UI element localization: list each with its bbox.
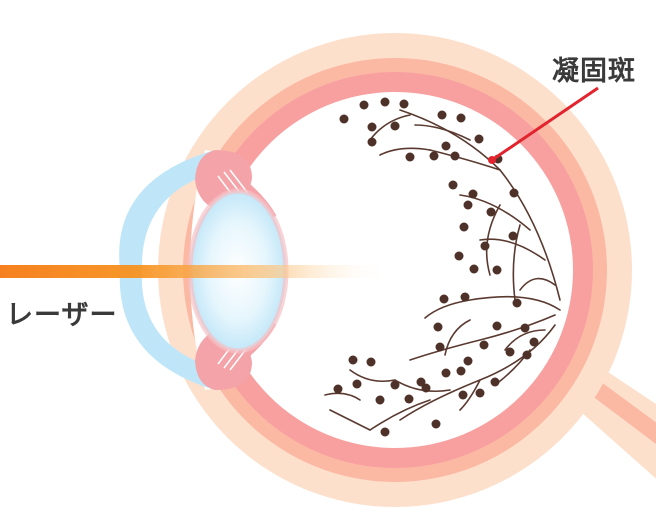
coagulation-spot	[333, 384, 343, 394]
coagulation-spot	[480, 241, 490, 251]
coagulation-spot	[367, 137, 377, 147]
laser-beam	[0, 265, 390, 278]
coagulation-spot	[474, 134, 484, 144]
coagulation-spot	[458, 390, 468, 400]
coagulation-spot	[505, 347, 515, 357]
coagulation-spot	[421, 383, 431, 393]
coagulation-spot	[390, 121, 400, 131]
coagulation-spot	[366, 357, 376, 367]
coagulation-spot	[404, 394, 414, 404]
cornea	[119, 150, 215, 390]
coagulation-spot	[456, 366, 466, 376]
coagulation-label: 凝固斑	[552, 56, 636, 87]
coagulation-spot	[431, 419, 441, 429]
coagulation-spot	[339, 114, 349, 124]
coagulation-spot	[454, 251, 464, 261]
coagulation-spot	[429, 151, 439, 161]
laser-label: レーザー	[6, 300, 118, 331]
coagulation-spot	[352, 379, 362, 389]
coagulation-spot	[456, 113, 466, 123]
coagulation-pointer	[488, 86, 599, 164]
coagulation-spot	[475, 388, 485, 398]
coagulation-spot	[512, 298, 522, 308]
coagulation-spot	[433, 322, 443, 332]
coagulation-spot	[492, 321, 502, 331]
coagulation-spot	[405, 152, 415, 162]
coagulation-spot	[522, 350, 532, 360]
coagulation-spot	[435, 342, 445, 352]
coagulation-spot	[348, 355, 358, 365]
coagulation-spot	[380, 97, 390, 107]
coagulation-spot	[469, 264, 479, 274]
coagulation-spot	[468, 189, 478, 199]
coagulation-spot	[399, 99, 409, 109]
coagulation-spot	[508, 231, 518, 241]
coagulation-spot	[375, 395, 385, 405]
coagulation-spot	[486, 207, 496, 217]
coagulation-spot	[416, 377, 426, 387]
retinal-vessels	[324, 109, 561, 431]
coagulation-spot	[490, 377, 500, 387]
coagulation-spot	[479, 340, 489, 350]
coagulation-spot	[450, 151, 460, 161]
coagulation-spot	[359, 100, 369, 110]
coagulation-spot	[460, 292, 470, 302]
coagulation-spot	[390, 380, 400, 390]
coagulation-spot	[520, 323, 530, 333]
coagulation-spot	[441, 141, 451, 151]
coagulation-spot	[529, 337, 539, 347]
coagulation-spot	[441, 368, 451, 378]
coagulation-spot	[367, 122, 377, 132]
coagulation-spot	[509, 188, 519, 198]
coagulation-spot	[437, 110, 447, 120]
coagulation-spots	[333, 97, 539, 437]
coagulation-spot	[463, 356, 473, 366]
coagulation-spot	[463, 200, 473, 210]
coagulation-spot	[439, 294, 449, 304]
vitreous-body	[217, 92, 573, 448]
coagulation-spot	[380, 427, 390, 437]
coagulation-spot	[492, 265, 502, 275]
coagulation-spot	[448, 180, 458, 190]
coagulation-spot	[459, 222, 469, 232]
